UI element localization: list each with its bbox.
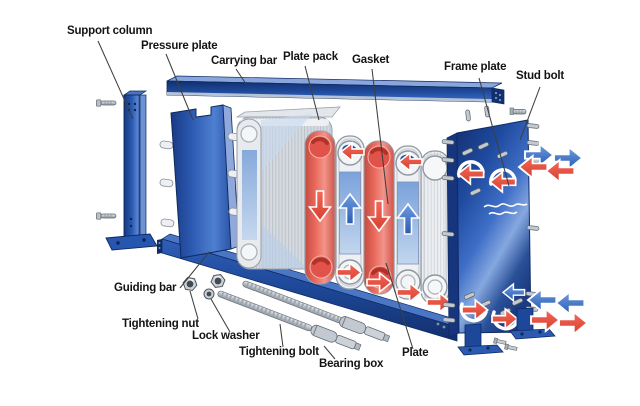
- tightening-bolt-2: [217, 290, 362, 351]
- label-tightening-nut: Tightening nut: [122, 318, 199, 330]
- hot-plate-2: [364, 141, 394, 294]
- end-plate: [420, 150, 450, 305]
- foundation-bolt-top: [96, 99, 117, 107]
- carrying-bar: [166, 75, 505, 105]
- support-column: [96, 90, 158, 251]
- hot-plate-1: [305, 131, 335, 284]
- foundation-bolt-bottom: [96, 212, 117, 220]
- tightening-hardware: [181, 273, 391, 351]
- pressure-plate: [159, 104, 243, 259]
- label-tightening-bolt: Tightening bolt: [239, 346, 319, 358]
- label-plate: Plate: [402, 347, 429, 359]
- label-stud-bolt: Stud bolt: [516, 70, 565, 82]
- leader-lines: [97, 40, 541, 360]
- label-support-column: Support column: [67, 25, 153, 37]
- logo-squiggle: [483, 203, 528, 216]
- stud-bolts: [441, 105, 540, 323]
- anchor-bolts: [436, 322, 518, 352]
- stud-bolt-floating: [509, 107, 527, 115]
- label-plate-pack: Plate pack: [283, 51, 338, 63]
- tightening-bolt-1: [242, 280, 391, 343]
- frame-feet: [457, 307, 556, 356]
- label-frame-plate: Frame plate: [444, 61, 507, 73]
- label-guiding-bar: Guiding bar: [114, 282, 177, 294]
- frame-plate: [436, 105, 556, 356]
- label-pressure-plate: Pressure plate: [141, 40, 218, 52]
- lock-washer-item: [203, 288, 215, 300]
- label-gasket: Gasket: [352, 54, 390, 66]
- label-bearing-box: Bearing box: [319, 358, 384, 370]
- label-lock-washer: Lock washer: [192, 330, 260, 342]
- label-carrying-bar: Carrying bar: [211, 55, 277, 67]
